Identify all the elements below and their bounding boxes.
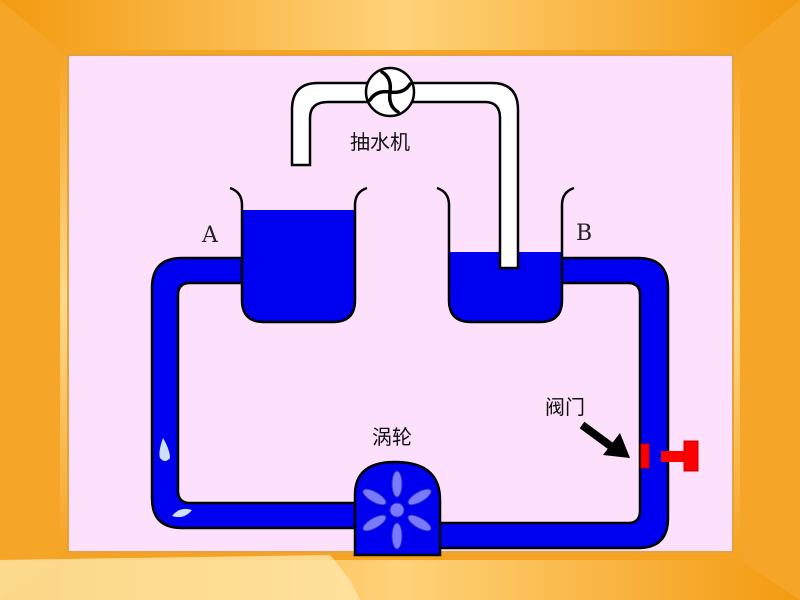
- beaker-a: [229, 186, 368, 324]
- pump-impeller-icon: [368, 70, 412, 114]
- turbine: [353, 460, 442, 557]
- label-beaker-b: B: [576, 221, 592, 246]
- water-droplet-icon: [159, 438, 170, 461]
- label-valve: 阀门: [545, 395, 585, 419]
- label-beaker-a: A: [201, 223, 219, 248]
- beaker-b: [436, 186, 575, 324]
- water-droplet-icon: [172, 508, 192, 518]
- label-pump: 抽水机: [350, 130, 410, 154]
- valve[interactable]: [640, 440, 699, 472]
- turbine-fan-icon: [362, 470, 432, 550]
- pump-tube: [290, 81, 520, 270]
- arrow-icon: [579, 421, 630, 458]
- label-turbine: 涡轮: [372, 425, 412, 449]
- pump: [364, 66, 416, 118]
